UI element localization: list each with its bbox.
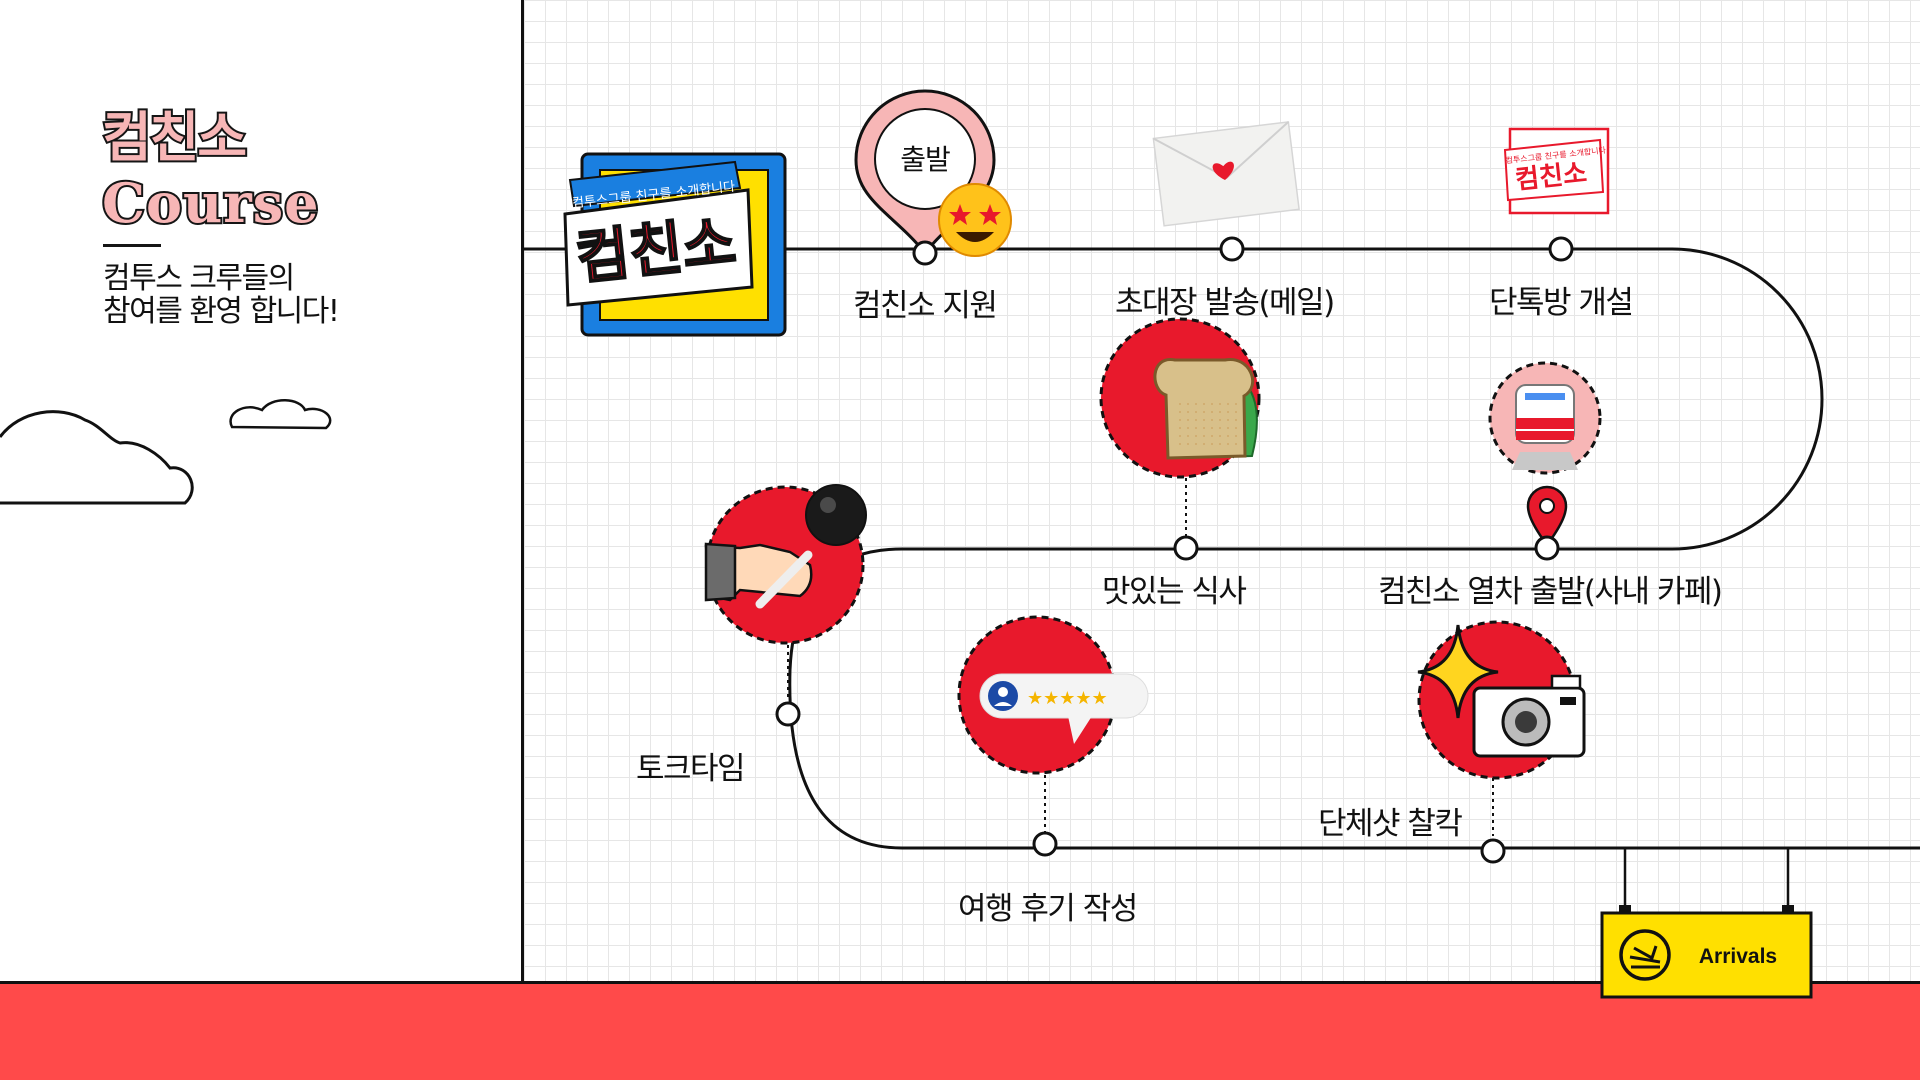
- step-node: [1480, 838, 1506, 864]
- course-path: [524, 247, 1920, 850]
- small-badge-icon: 컴투스그룹 친구를 소개합니다 컴친소: [1503, 127, 1610, 215]
- page-title: 컴친소 Course: [100, 105, 320, 235]
- cloud-icon: [0, 410, 194, 505]
- subtitle: 컴투스 크루들의 참여를 환영 합니다!: [103, 261, 340, 329]
- step-label-invitation: 초대장 발송(메일): [1115, 285, 1335, 321]
- train-icon: [1488, 361, 1602, 475]
- step-label-train-departure: 컴친소 열차 출발(사내 카페): [1378, 574, 1723, 610]
- title-line-1: 컴친소: [100, 105, 249, 169]
- logo-badge: 컴투스그룹 친구를 소개합니다 컴친소: [563, 152, 787, 337]
- step-label-talk-time: 토크타임: [636, 751, 746, 787]
- arrivals-label: Arrivals: [1699, 945, 1777, 968]
- camera-icon: [1417, 620, 1586, 780]
- sign-clip: [1782, 905, 1794, 913]
- step-node: [1032, 831, 1058, 857]
- bread-icon: [1099, 317, 1261, 479]
- small-badge-text: 컴친소: [1514, 158, 1589, 195]
- start-label: 출발: [900, 143, 950, 176]
- step-label-meal: 맛있는 식사: [1102, 574, 1247, 610]
- title-line-2: Course: [100, 171, 320, 235]
- subtitle-line-2: 참여를 환영 합니다!: [103, 294, 340, 329]
- airplane-arrival-icon: [1619, 929, 1671, 981]
- step-label-apply: 컴친소 지원: [853, 288, 998, 324]
- arrivals-sign: Arrivals: [1600, 911, 1813, 999]
- step-label-group-chat: 단톡방 개설: [1489, 285, 1634, 321]
- step-node: [775, 701, 801, 727]
- review-icon: ★★★★★: [957, 615, 1149, 775]
- step-node: [1548, 236, 1574, 262]
- subtitle-line-1: 컴투스 크루들의: [103, 261, 295, 296]
- step-node: [1173, 535, 1199, 561]
- step-node: [1534, 535, 1560, 561]
- step-node: [1219, 236, 1245, 262]
- title-divider: [103, 244, 161, 247]
- bottom-bar: [0, 981, 1920, 1080]
- cloud-icon: [229, 399, 332, 430]
- location-pin-icon: [1526, 485, 1568, 548]
- microphone-icon: [704, 484, 867, 645]
- sign-clip: [1619, 905, 1631, 913]
- step-node: [912, 240, 938, 266]
- sparkle-icon: [1417, 624, 1499, 719]
- review-stars: ★★★★★: [1027, 688, 1108, 709]
- step-label-group-photo: 단체샷 찰칵: [1318, 806, 1463, 842]
- envelope-icon: [1152, 121, 1300, 227]
- step-label-review: 여행 후기 작성: [958, 891, 1138, 927]
- star-eyes-emoji-icon: [938, 183, 1012, 257]
